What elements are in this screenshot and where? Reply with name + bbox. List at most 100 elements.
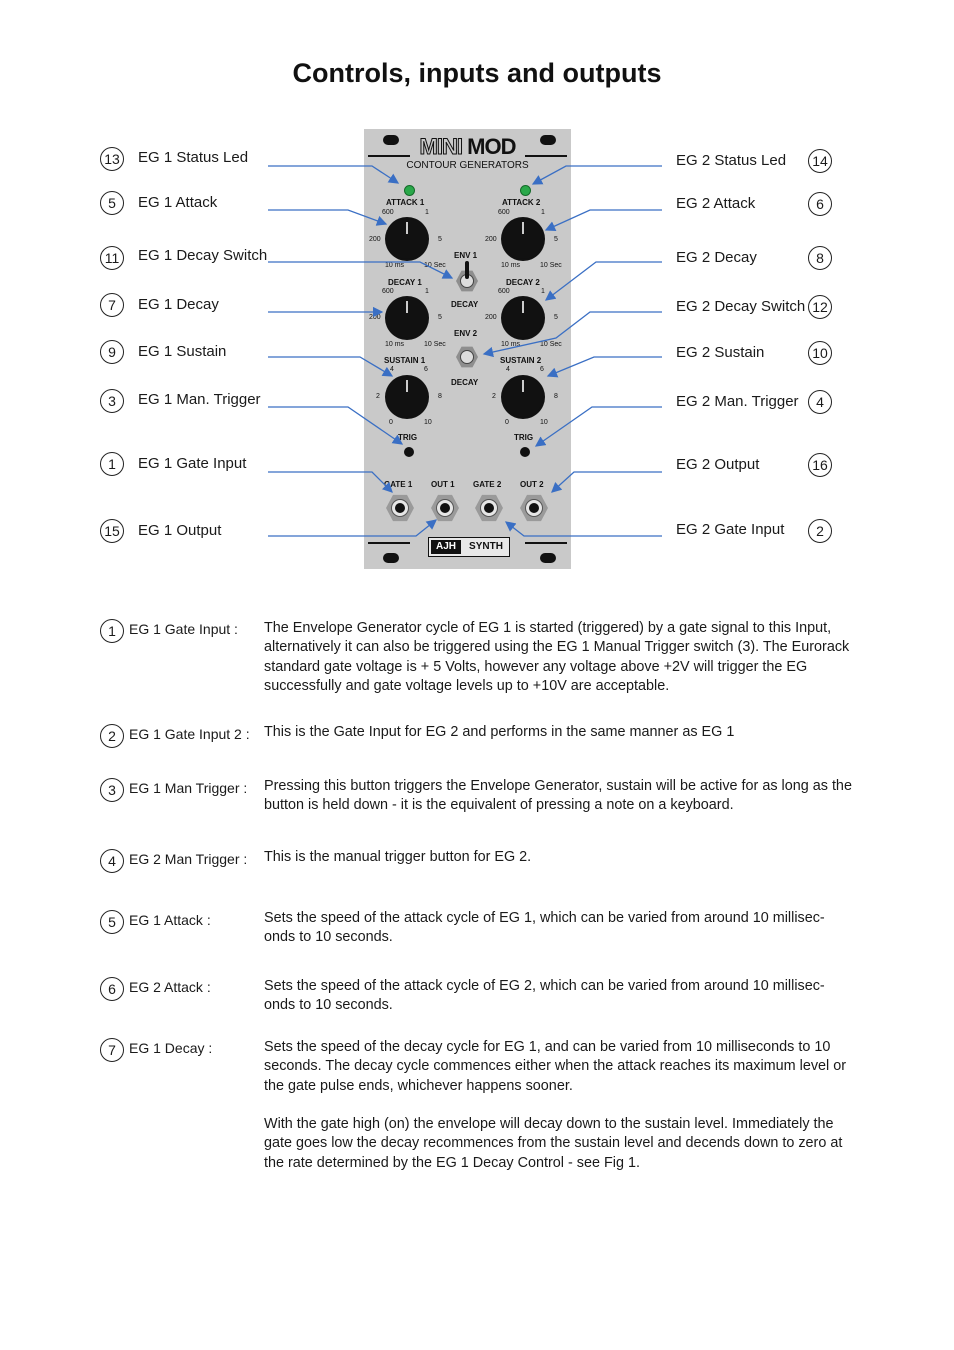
- sustain1-label: SUSTAIN 1: [384, 356, 426, 365]
- callout-label: EG 2 Decay: [676, 249, 757, 266]
- callout-arrows: [268, 165, 662, 537]
- desc-text: This is the Gate Input for EG 2 and perf…: [264, 724, 735, 740]
- scale-label: 10 Sec: [424, 262, 446, 269]
- attack1-label: ATTACK 1: [386, 198, 425, 207]
- scale-label: 10 ms: [501, 262, 521, 269]
- scale-label: 5: [438, 236, 442, 243]
- scale-label: 200: [485, 236, 497, 243]
- callout-number: 13: [100, 147, 124, 171]
- scale-label: 1: [541, 209, 545, 216]
- out1-label: OUT 1: [431, 480, 455, 489]
- desc-label: EG 2 Man Trigger :: [129, 851, 248, 867]
- scale-label: 10: [540, 419, 548, 426]
- desc-label: EG 1 Gate Input :: [129, 621, 238, 637]
- desc-number: 1: [100, 619, 124, 643]
- desc-label: EG 1 Man Trigger :: [129, 780, 248, 796]
- desc-text: Sets the speed of the decay cycle for EG…: [264, 1039, 847, 1094]
- scale-label: 5: [554, 236, 558, 243]
- callout-label: EG 2 Attack: [676, 195, 756, 212]
- desc-text-continued: With the gate high (on) the envelope wil…: [264, 1116, 843, 1171]
- eg1-status-led: [404, 185, 415, 196]
- scale-label: 0: [389, 419, 393, 426]
- scale-label: 5: [438, 314, 442, 321]
- scale-label: 10 ms: [385, 341, 405, 348]
- panel-divider: [525, 155, 567, 157]
- mount-hole: [540, 135, 556, 145]
- scale-label: 600: [382, 288, 394, 295]
- scale-label: 10: [424, 419, 432, 426]
- desc-label: EG 2 Attack :: [129, 979, 211, 995]
- scale-label: 10 ms: [385, 262, 405, 269]
- desc-text: The Envelope Generator cycle of EG 1 is …: [264, 620, 850, 694]
- callout-number: 14: [808, 149, 832, 173]
- callout-label: EG 1 Attack: [138, 194, 218, 211]
- callout-label: EG 2 Output: [676, 456, 760, 473]
- eg1-attack-knob[interactable]: [383, 215, 431, 263]
- scale-label: 2: [376, 393, 380, 400]
- mount-hole: [383, 553, 399, 563]
- desc-number: 2: [100, 724, 124, 748]
- desc-number: 5: [100, 910, 124, 934]
- scale-label: 10 Sec: [540, 341, 562, 348]
- eg1-out-jack[interactable]: [431, 494, 459, 522]
- eg2-trigger-button[interactable]: [520, 447, 530, 457]
- decay2-label: DECAY 2: [506, 278, 540, 287]
- callout-number: 2: [808, 519, 832, 543]
- callout-number: 16: [808, 453, 832, 477]
- gate2-label: GATE 2: [473, 480, 502, 489]
- trig2-label: TRIG: [514, 433, 534, 442]
- callout-number: 3: [100, 389, 124, 413]
- callout-label: EG 1 Status Led: [138, 149, 249, 166]
- callout-number: 7: [100, 293, 124, 317]
- eg1-decay-switch[interactable]: [456, 261, 478, 292]
- scale-label: 0: [505, 419, 509, 426]
- decay-switch-label: DECAY: [451, 378, 479, 387]
- eg2-out-jack[interactable]: [520, 494, 548, 522]
- panel-divider: [525, 542, 567, 544]
- decay-switch-label: DECAY: [451, 300, 479, 309]
- callout-number: 4: [808, 390, 832, 414]
- callout-number: 5: [100, 191, 124, 215]
- scale-label: 1: [541, 288, 545, 295]
- scale-label: 1: [425, 288, 429, 295]
- desc-text: Sets the speed of the attack cycle of EG…: [264, 910, 825, 946]
- eg2-gate-jack[interactable]: [475, 494, 503, 522]
- env2-label: ENV 2: [454, 329, 478, 338]
- scale-label: 4: [506, 366, 510, 373]
- desc-number: 3: [100, 778, 124, 802]
- callout-number: 9: [100, 340, 124, 364]
- desc-number: 6: [100, 977, 124, 1001]
- callout-number: 11: [100, 246, 124, 270]
- callout-label: EG 1 Man. Trigger: [138, 391, 261, 408]
- callout-label: EG 2 Man. Trigger: [676, 393, 799, 410]
- callout-label: EG 2 Sustain: [676, 344, 765, 361]
- eg1-gate-jack[interactable]: [386, 494, 414, 522]
- scale-label: 10 Sec: [540, 262, 562, 269]
- scale-label: 10 Sec: [424, 341, 446, 348]
- panel-divider: [368, 155, 410, 157]
- panel-subtitle: CONTOUR GENERATORS: [406, 160, 529, 171]
- mount-hole: [383, 135, 399, 145]
- scale-label: 1: [425, 209, 429, 216]
- desc-text: This is the manual trigger button for EG…: [264, 849, 532, 865]
- callout-number: 6: [808, 192, 832, 216]
- brand-logo: MINI MOD: [419, 134, 516, 160]
- scale-label: 2: [492, 393, 496, 400]
- callout-label: EG 1 Sustain: [138, 343, 227, 360]
- scale-label: 8: [554, 393, 558, 400]
- attack2-label: ATTACK 2: [502, 198, 541, 207]
- mount-hole: [540, 553, 556, 563]
- page-title: Controls, inputs and outputs: [292, 58, 662, 88]
- callout-number: 1: [100, 452, 124, 476]
- gate1-label: GATE 1: [384, 480, 413, 489]
- eg2-decay-switch[interactable]: [456, 346, 478, 368]
- scale-label: 600: [382, 209, 394, 216]
- eg1-trigger-button[interactable]: [404, 447, 414, 457]
- callout-label: EG 2 Decay Switch: [676, 298, 806, 315]
- callout-label: EG 2 Gate Input: [676, 521, 785, 538]
- scale-label: 200: [485, 314, 497, 321]
- callout-number: 12: [808, 295, 832, 319]
- callout-label: EG 2 Status Led: [676, 152, 787, 169]
- callout-label: EG 1 Gate Input: [138, 455, 247, 472]
- desc-text: Pressing this button triggers the Envelo…: [264, 778, 852, 814]
